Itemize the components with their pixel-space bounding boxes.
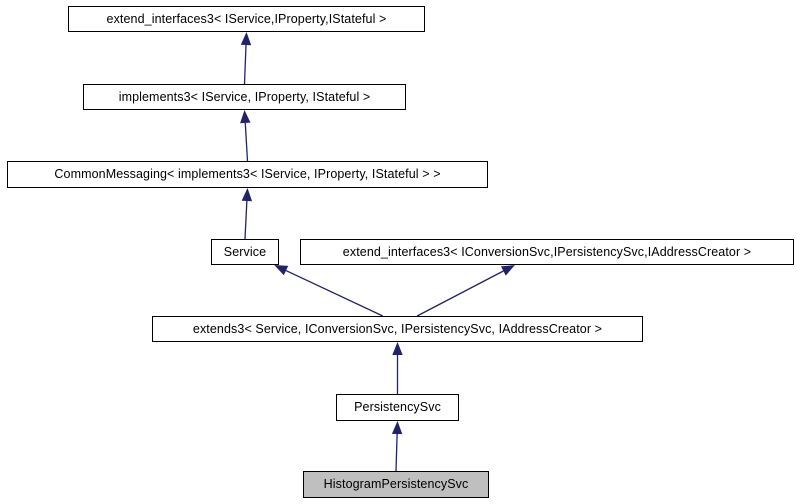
class-box-service[interactable]: Service — [211, 239, 279, 265]
edge-commonmessaging-to-implements3-line — [244, 122, 249, 162]
class-box-label: extend_interfaces3< IService,IProperty,I… — [106, 11, 387, 26]
edge-service-to-commonmessaging-line — [244, 200, 248, 240]
edge-commonmessaging-to-implements3-arrowhead — [240, 110, 251, 124]
edge-extends3-to-extend-interfaces3-conversion-arrowhead — [500, 265, 515, 276]
class-box-commonmessaging[interactable]: CommonMessaging< implements3< IService, … — [7, 161, 488, 188]
class-box-label: HistogramPersistencySvc — [323, 477, 469, 492]
class-box-label: Service — [223, 244, 267, 259]
edge-persistencysvc-to-extends3-arrowhead — [392, 342, 403, 355]
class-box-histogrampersistencysvc[interactable]: HistogramPersistencySvc — [303, 471, 489, 498]
edge-histogrampersistencysvc-to-persistencysvc-line — [395, 433, 398, 472]
class-box-label: CommonMessaging< implements3< IService, … — [54, 167, 441, 182]
edge-implements3-to-extend-interfaces3-line — [243, 44, 247, 85]
edge-histogrampersistencysvc-to-persistencysvc-arrowhead — [391, 421, 403, 435]
class-box-implements3[interactable]: implements3< IService, IProperty, IState… — [83, 84, 406, 110]
class-box-label: implements3< IService, IProperty, IState… — [118, 89, 371, 104]
edge-service-to-commonmessaging-arrowhead — [241, 188, 253, 202]
class-box-label: extend_interfaces3< IConversionSvc,IPers… — [342, 244, 752, 259]
edge-extends3-to-extend-interfaces3-conversion-line — [416, 270, 504, 317]
class-box-extends3[interactable]: extends3< Service, IConversionSvc, IPers… — [152, 316, 643, 342]
edge-extends3-to-service-line — [285, 269, 384, 317]
class-box-extend-interfaces3-iservice[interactable]: extend_interfaces3< IService,IProperty,I… — [68, 6, 425, 32]
class-box-extend-interfaces3-iconversionsvc[interactable]: extend_interfaces3< IConversionSvc,IPers… — [300, 239, 794, 265]
edge-extends3-to-service-arrowhead — [274, 265, 289, 276]
class-box-persistencysvc[interactable]: PersistencySvc — [336, 394, 459, 421]
edge-implements3-to-extend-interfaces3-arrowhead — [240, 32, 252, 46]
class-box-label: PersistencySvc — [354, 400, 441, 415]
class-box-label: extends3< Service, IConversionSvc, IPers… — [192, 321, 603, 336]
